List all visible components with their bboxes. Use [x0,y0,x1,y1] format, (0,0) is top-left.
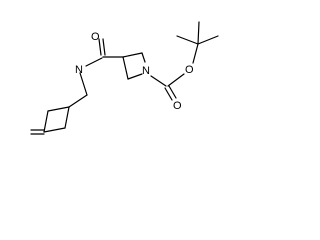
amide-cn-bond [85,57,103,67]
carbamate-c-o-bond [167,73,185,87]
cyclobutane-bond [64,106,70,129]
amide-nitrogen-label: N [75,64,83,76]
carbamate-carbonyl-double-bond-1 [164,87,173,101]
azetidine-bond [122,52,143,58]
boc-carbonyl-oxygen-label: O [173,100,182,112]
ester-oxygen-label: O [185,64,194,76]
methylene-linker-bond [68,94,88,108]
background [0,0,230,170]
carbamate-carbonyl-double-bond-2 [168,85,177,99]
azetidine-bond [141,52,146,63]
tert-butyl-methyl-bond [176,35,199,45]
amide-carbonyl-double-bond-2 [102,38,106,56]
cyclobutane-bond [47,106,70,112]
amide-carbonyl-oxygen-label: O [91,31,100,43]
tert-butyl-methyl-bond [197,35,219,45]
n-carbamate-bond [150,75,167,87]
azetidine-nitrogen-label: N [142,65,150,77]
azetidine-bond [127,73,143,80]
cyclobutane-bond [43,110,49,133]
amide-carbonyl-double-bond-1 [98,38,102,56]
chemical-structure-diagram: O N N O O [0,0,230,170]
azetidine-bond [122,56,129,80]
cyclobutane-bond [43,127,66,133]
tert-butyl-methyl-bond [197,21,200,45]
o-tert-butyl-bond [192,43,199,64]
ch2-n-bond [79,72,88,96]
